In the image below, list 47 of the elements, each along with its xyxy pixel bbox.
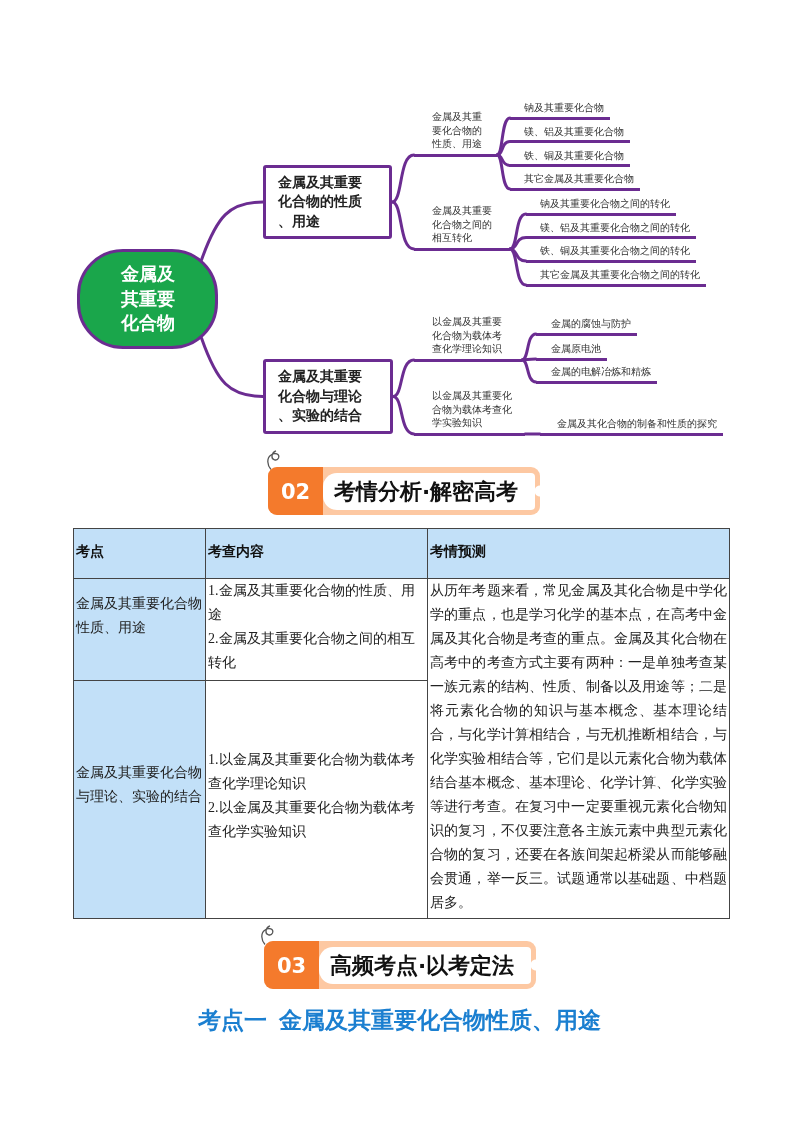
leaf-label: 铁、铜及其重要化合物 — [510, 148, 630, 167]
branch-line — [495, 140, 512, 157]
branch-line — [520, 358, 538, 384]
branch-line — [391, 395, 416, 436]
leaf-label: 金属及其化合物的制备和性质的探究 — [540, 417, 723, 436]
branch-line — [200, 336, 265, 398]
subtopic-label: 以金属及其重要化合物为载体考查化学实验知识 — [414, 389, 525, 436]
content-item: 1.金属及其重要化合物的性质、用途 — [208, 582, 416, 624]
column-header: 考情预测 — [427, 528, 730, 579]
leaf-label: 其它金属及其重要化合物 — [510, 172, 640, 191]
content-item: 2.以金属及其重要化合物为载体考查化学实验知识 — [208, 799, 416, 841]
leaf-label: 镁、铝及其重要化合物 — [510, 124, 630, 143]
content-item: 2.金属及其重要化合物之间的相互转化 — [208, 630, 416, 672]
subtopic-label: 金属及其重要化合物的性质、用途 — [414, 110, 497, 157]
topic-box: 金属及其重要化合物的性质、用途 — [263, 165, 392, 239]
branch-line — [508, 247, 528, 287]
topic-heading: 考点一 金属及其重要化合物性质、用途 — [198, 1006, 602, 1035]
analysis-paragraph: 从历年考题来看，常见金属及其化合物是中学化学的重点，也是学习化学的基本点，在高考中金属及其化合物是考查的重点。金属及其化合物在高考中的考查方式主要有两种：一是单独考查某一族元素的结构、性质、制备以及用途等；二是将元素化合物的知识与基本概念、基本理论结合，与化学计算相结合，与无机推断相结合，与化学实验相结合等，它们是以元素化合物为载体结合基本概念、基本理论、化学计算、化学实验等进行考查。在复习中一定要重视元素化合物知识的复习，不仅要注意各主族元素中典型元素化合物的复习，还要在各族间架起桥梁从而能够融会贯通，举一反三。试题通常以基础题、中档题居多。 — [430, 582, 727, 912]
section-title: 高频考点·以考定法 — [319, 947, 531, 984]
branch-line — [523, 432, 542, 436]
leaf-label: 金属的腐蚀与防护 — [536, 317, 637, 336]
leaf-label: 其它金属及其重要化合物之间的转化 — [526, 268, 706, 287]
leaf-label: 钠及其重要化合物之间的转化 — [526, 197, 676, 216]
section-number: 03 — [264, 941, 319, 989]
subtopic-label: 金属及其重要化合物之间的相互转化 — [414, 204, 510, 251]
subtopic-label: 以金属及其重要化合物为载体考查化学理论知识 — [414, 315, 522, 362]
branch-line — [390, 200, 416, 251]
branch-line — [495, 153, 512, 191]
branch-line — [391, 358, 416, 398]
branch-line — [390, 153, 416, 204]
content-item: 1.以金属及其重要化合物为载体考查化学理论知识 — [208, 751, 416, 793]
leaf-label: 金属原电池 — [536, 342, 607, 361]
leaf-label: 钠及其重要化合物 — [510, 101, 610, 120]
section-title: 考情分析·解密高考 — [323, 473, 535, 510]
row-header: 金属及其重要化合物性质、用途 — [73, 578, 206, 681]
leaf-label: 镁、铝及其重要化合物之间的转化 — [526, 220, 696, 239]
leaf-label: 铁、铜及其重要化合物之间的转化 — [526, 244, 696, 263]
leaf-label: 金属的电解冶炼和精炼 — [536, 365, 657, 384]
topic-box: 金属及其重要化合物与理论、实验的结合 — [263, 359, 393, 434]
branch-line — [520, 357, 538, 362]
section-number: 02 — [268, 467, 323, 515]
column-header: 考点 — [73, 528, 206, 579]
branch-line — [200, 200, 265, 262]
row-header: 金属及其重要化合物与理论、实验的结合 — [73, 680, 206, 919]
central-topic: 金属及其重要化合物 — [77, 249, 218, 349]
branch-line — [508, 236, 528, 251]
column-header: 考查内容 — [205, 528, 428, 579]
